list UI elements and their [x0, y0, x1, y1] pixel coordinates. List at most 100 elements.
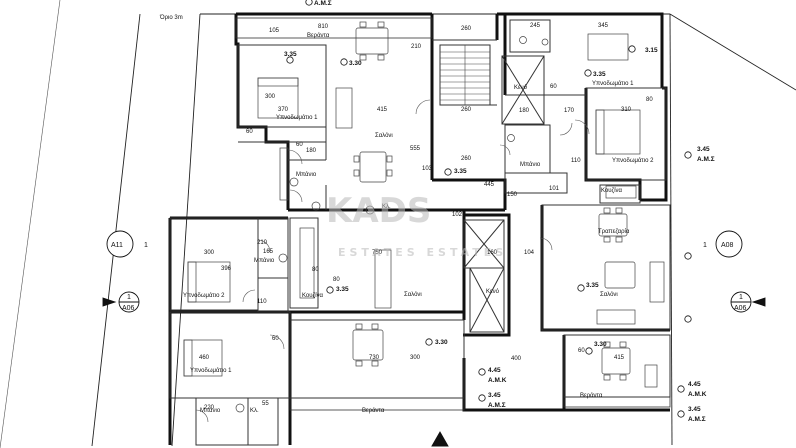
dim-label: 445 [484, 182, 495, 188]
dim-label: 260 [461, 26, 472, 32]
level-label: 3.15 [645, 47, 658, 54]
section-a08-index: 1 [703, 242, 707, 249]
dim-label: 110 [571, 158, 581, 164]
dim-label: 300 [265, 94, 276, 100]
dim-label: 102 [452, 212, 463, 218]
dim-label: 260 [461, 156, 472, 162]
dim-label: 415 [614, 355, 625, 361]
watermark-logo: KADS ESTATES ESTATES [326, 191, 507, 259]
dim-label: 80 [312, 267, 319, 273]
room-kl-center: Κλ. [382, 204, 391, 210]
dim-label: 80 [333, 277, 340, 283]
level-label: Α.Μ.Σ [314, 0, 332, 7]
chairs [353, 21, 627, 381]
dim-label: 110 [257, 299, 267, 305]
dim-label: 300 [204, 250, 215, 256]
dim-label: 55 [262, 401, 269, 407]
dim-label: 310 [621, 107, 632, 113]
room-mpanio-left: Μπάνιο [254, 257, 275, 264]
section-a11-label: A11 [111, 242, 123, 249]
interior-walls [169, 17, 671, 446]
room-ypnodomatio-1-top: Υπνοδωμάτιο 1 [276, 114, 318, 121]
room-saloni-top: Σαλόνι [375, 132, 393, 139]
dim-label: 180 [306, 148, 317, 154]
dim-label: 415 [377, 107, 388, 113]
level-label: 3.30 [594, 341, 607, 348]
room-kouzina-left: Κουζίνα [302, 293, 324, 299]
dim-label: 460 [199, 355, 210, 361]
level-label: Α.Μ.Σ [697, 156, 715, 163]
dim-label: 300 [410, 355, 421, 361]
dim-label: 165 [263, 249, 274, 255]
section-markers [102, 230, 766, 447]
section-a06-right-index: 1 [739, 294, 743, 301]
room-veranta-right: Βεράντα [580, 392, 603, 399]
dim-label: 396 [221, 266, 232, 272]
section-a06-left-index: 1 [127, 294, 131, 301]
section-a11-index: 1 [144, 242, 148, 249]
dim-label: 60 [550, 84, 557, 90]
section-a08-label: A08 [721, 242, 734, 249]
dim-label: 60 [272, 336, 279, 342]
level-labels: Α.Μ.Σ 3.35 3.30 3.35 3.35 3.15 3.45 Α.Μ.… [284, 0, 715, 423]
room-saloni-center: Σαλόνι [404, 291, 422, 298]
dim-label: 220 [204, 405, 215, 411]
level-label: Α.Μ.Σ [488, 402, 506, 409]
dim-label: 810 [318, 24, 329, 30]
level-label: 3.45 [688, 406, 701, 413]
room-ypnodomatio-1-right: Υπνοδωμάτιο 1 [592, 80, 634, 87]
level-label: Α.Μ.Κ [488, 377, 507, 384]
watermark-line: ESTATES ESTATES [338, 246, 507, 259]
dim-label: 104 [524, 250, 535, 256]
room-mpanio-right: Μπάνιο [520, 161, 541, 168]
room-keno-top: Κενό [514, 84, 528, 91]
room-ypnodomatio-2-left: Υπνοδωμάτιο 2 [183, 292, 225, 299]
level-label: 3.35 [593, 71, 606, 78]
dim-label: 103 [422, 166, 433, 172]
room-kl-left: Κλ. [250, 408, 259, 414]
dim-label: 210 [257, 240, 268, 246]
level-label: 4.45 [488, 367, 501, 374]
dim-label: 60 [246, 129, 253, 135]
room-mpanio-top: Μπάνιο [296, 171, 317, 178]
level-label: 3.30 [349, 60, 362, 67]
level-label: 3.35 [454, 168, 467, 175]
dim-label: 730 [369, 355, 380, 361]
room-veranta-top: Βεράντα [307, 32, 330, 39]
section-a06-left-label: A06 [122, 305, 135, 312]
dim-label: 345 [598, 23, 609, 29]
level-label: Α.Μ.Σ [688, 416, 706, 423]
level-label: 4.45 [688, 381, 701, 388]
section-a06-right-label: A06 [734, 305, 747, 312]
site-limit-label: Όριο 3m [159, 15, 183, 21]
dim-label: 160 [487, 250, 498, 256]
dim-label: 400 [511, 356, 522, 362]
level-label: 3.35 [284, 51, 297, 58]
door-swings [195, 99, 590, 423]
room-trapezaria: Τραπεζαρία [598, 229, 630, 235]
level-label: 3.35 [336, 286, 349, 293]
room-ypnodomatio-1-left: Υπνοδωμάτιο 1 [190, 367, 232, 374]
level-label: 3.35 [586, 282, 599, 289]
dim-label: 245 [530, 23, 541, 29]
dim-label: 750 [372, 250, 383, 256]
dim-label: 101 [549, 186, 560, 192]
room-keno-center: Κενό [486, 288, 500, 295]
section-bottom-index: 1 [438, 433, 442, 440]
level-label: 3.45 [488, 392, 501, 399]
room-ypnodomatio-2-right: Υπνοδωμάτιο 2 [612, 157, 654, 164]
level-markers [286, 0, 692, 418]
dim-label: 210 [411, 44, 422, 50]
dim-label: 180 [519, 108, 530, 114]
dim-label: 80 [646, 97, 653, 103]
level-label: Α.Μ.Κ [688, 391, 707, 398]
dim-label: 170 [564, 108, 575, 114]
room-kouzina-right: Κουζίνα [601, 188, 623, 194]
dim-label: 260 [461, 107, 472, 113]
room-veranta-bottom: Βεράντα [362, 407, 385, 414]
level-label: 3.30 [435, 339, 448, 346]
room-labels: Όριο 3m Βεράντα Υπνοδωμάτιο 1 Σαλόνι Μπά… [159, 15, 654, 414]
section-labels: A11 1 A08 1 1 A06 1 A06 1 [111, 242, 747, 440]
furniture [183, 27, 665, 413]
